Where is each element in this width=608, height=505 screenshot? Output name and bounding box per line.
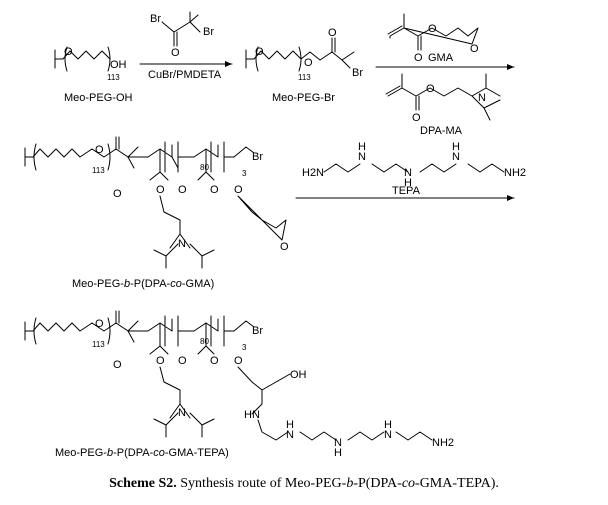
copolymer-gma-structure: O O Br 113 80 3 O O O O N O [24,136,289,269]
tepa-nh-nitrogen: N [384,429,392,441]
peg-repeat-subscript: 113 [92,166,105,175]
gma-repeat-subscript: 3 [242,169,247,178]
step2-arrowhead [507,64,514,70]
dpa-repeat-subscript: 80 [200,163,209,172]
epoxide-oxygen: O [470,43,479,55]
ester-oxygen: O [426,83,435,95]
amine-nitrogen: N [178,407,186,419]
tepa-nh-hydrogen: H [358,141,366,153]
bromo-atom: Br [203,26,214,38]
step3-arrowhead [507,195,514,201]
carbonyl-oxygen: O [113,359,122,371]
carbonyl-oxygen: O [156,184,165,196]
dpa-ma-structure: O N O [385,73,501,124]
ether-oxygen: O [64,46,73,58]
gma-repeat-subscript: 3 [242,343,247,352]
hydroxyl-label: OH [290,369,307,381]
caption-text-suffix: -GMA-TEPA). [415,476,499,491]
carbonyl-oxygen: O [210,184,219,196]
ether-oxygen: O [255,46,264,58]
meo-peg-br-label: Meo-PEG-Br [272,92,335,104]
caption-b: b [346,476,354,491]
caption-text-mid: -P(DPA- [353,476,402,491]
copolymer-tepa-structure: O O Br 113 80 3 O O O O N OH HN N H N H … [24,310,454,459]
tepa-label: TEPA [392,185,421,197]
carbonyl-oxygen: O [412,112,421,124]
caption-text-prefix: Synthesis route of Meo-PEG- [176,476,347,491]
gma-structure: O O O [387,13,479,64]
ester-oxygen: O [304,57,313,69]
carbonyl-oxygen: O [156,355,165,367]
meo-peg-oh-label: Meo-PEG-OH [64,92,133,104]
peg-repeat-subscript: 113 [298,73,311,82]
amine-terminal: NH2 [432,437,454,449]
ester-oxygen: O [428,23,437,35]
meo-peg-oh-structure: O OH 113 [54,46,127,82]
tepa-nh-hydrogen: H [384,419,392,431]
bromo-atom: Br [252,151,263,163]
tepa-nh-hydrogen: H [286,419,294,431]
copolymer-tepa-label: Meo-PEG-b-P(DPA-co-GMA-TEPA) [55,447,229,459]
gma-label: GMA [428,52,454,64]
carbonyl-oxygen: O [414,52,423,64]
tepa-nh-hydrogen: H [452,141,460,153]
tepa-nh-hydrogen: H [334,447,342,459]
caption-co: co [401,476,416,491]
step1-arrowhead [225,61,232,67]
carbonyl-oxygen: O [171,47,180,59]
dpa-ma-label: DPA-MA [420,125,463,137]
ester-oxygen: O [95,318,104,330]
carbonyl-oxygen: O [178,184,187,196]
tepa-nh-hydrogen: H [404,177,412,189]
carbonyl-oxygen: O [328,27,337,39]
carbonyl-oxygen: O [234,184,243,196]
carbonyl-oxygen: O [234,355,243,367]
meo-peg-br-structure: O O O Br 113 [245,27,363,82]
hydroxyl-label: OH [110,59,127,71]
tepa-nh-nitrogen: N [334,437,342,449]
tepa-nh-nitrogen: N [286,429,294,441]
bromo-atom: Br [352,67,363,79]
ester-oxygen: O [95,144,104,156]
epoxide-oxygen: O [280,241,289,253]
bromo-atom: Br [150,13,161,25]
peg-repeat-subscript: 113 [107,73,120,82]
amine-nitrogen: N [478,92,486,104]
carbonyl-oxygen: O [178,355,187,367]
tepa-nh-nitrogen: N [358,151,366,163]
copolymer-gma-label: Meo-PEG-b-P(DPA-co-GMA) [72,278,214,290]
tepa-structure: H2N N H N H N H NH2 [302,141,526,189]
caption-label: Scheme S2. [109,476,177,491]
carbonyl-oxygen: O [210,355,219,367]
amine-nitrogen: N [178,238,186,250]
dpa-repeat-subscript: 80 [200,337,209,346]
secondary-amine: HN [244,409,260,421]
tepa-nh-nitrogen: N [452,151,460,163]
tepa-nh-nitrogen: N [404,167,412,179]
step1-reagent: Br Br O [150,11,214,59]
carbonyl-oxygen: O [113,188,122,200]
peg-repeat-subscript: 113 [92,340,105,349]
scheme-caption: Scheme S2. Synthesis route of Meo-PEG-b-… [0,476,608,492]
amine-terminal: NH2 [504,167,526,179]
bromo-atom: Br [252,325,263,337]
amine-terminal: H2N [302,167,324,179]
step1-conditions: CuBr/PMDETA [148,69,222,81]
